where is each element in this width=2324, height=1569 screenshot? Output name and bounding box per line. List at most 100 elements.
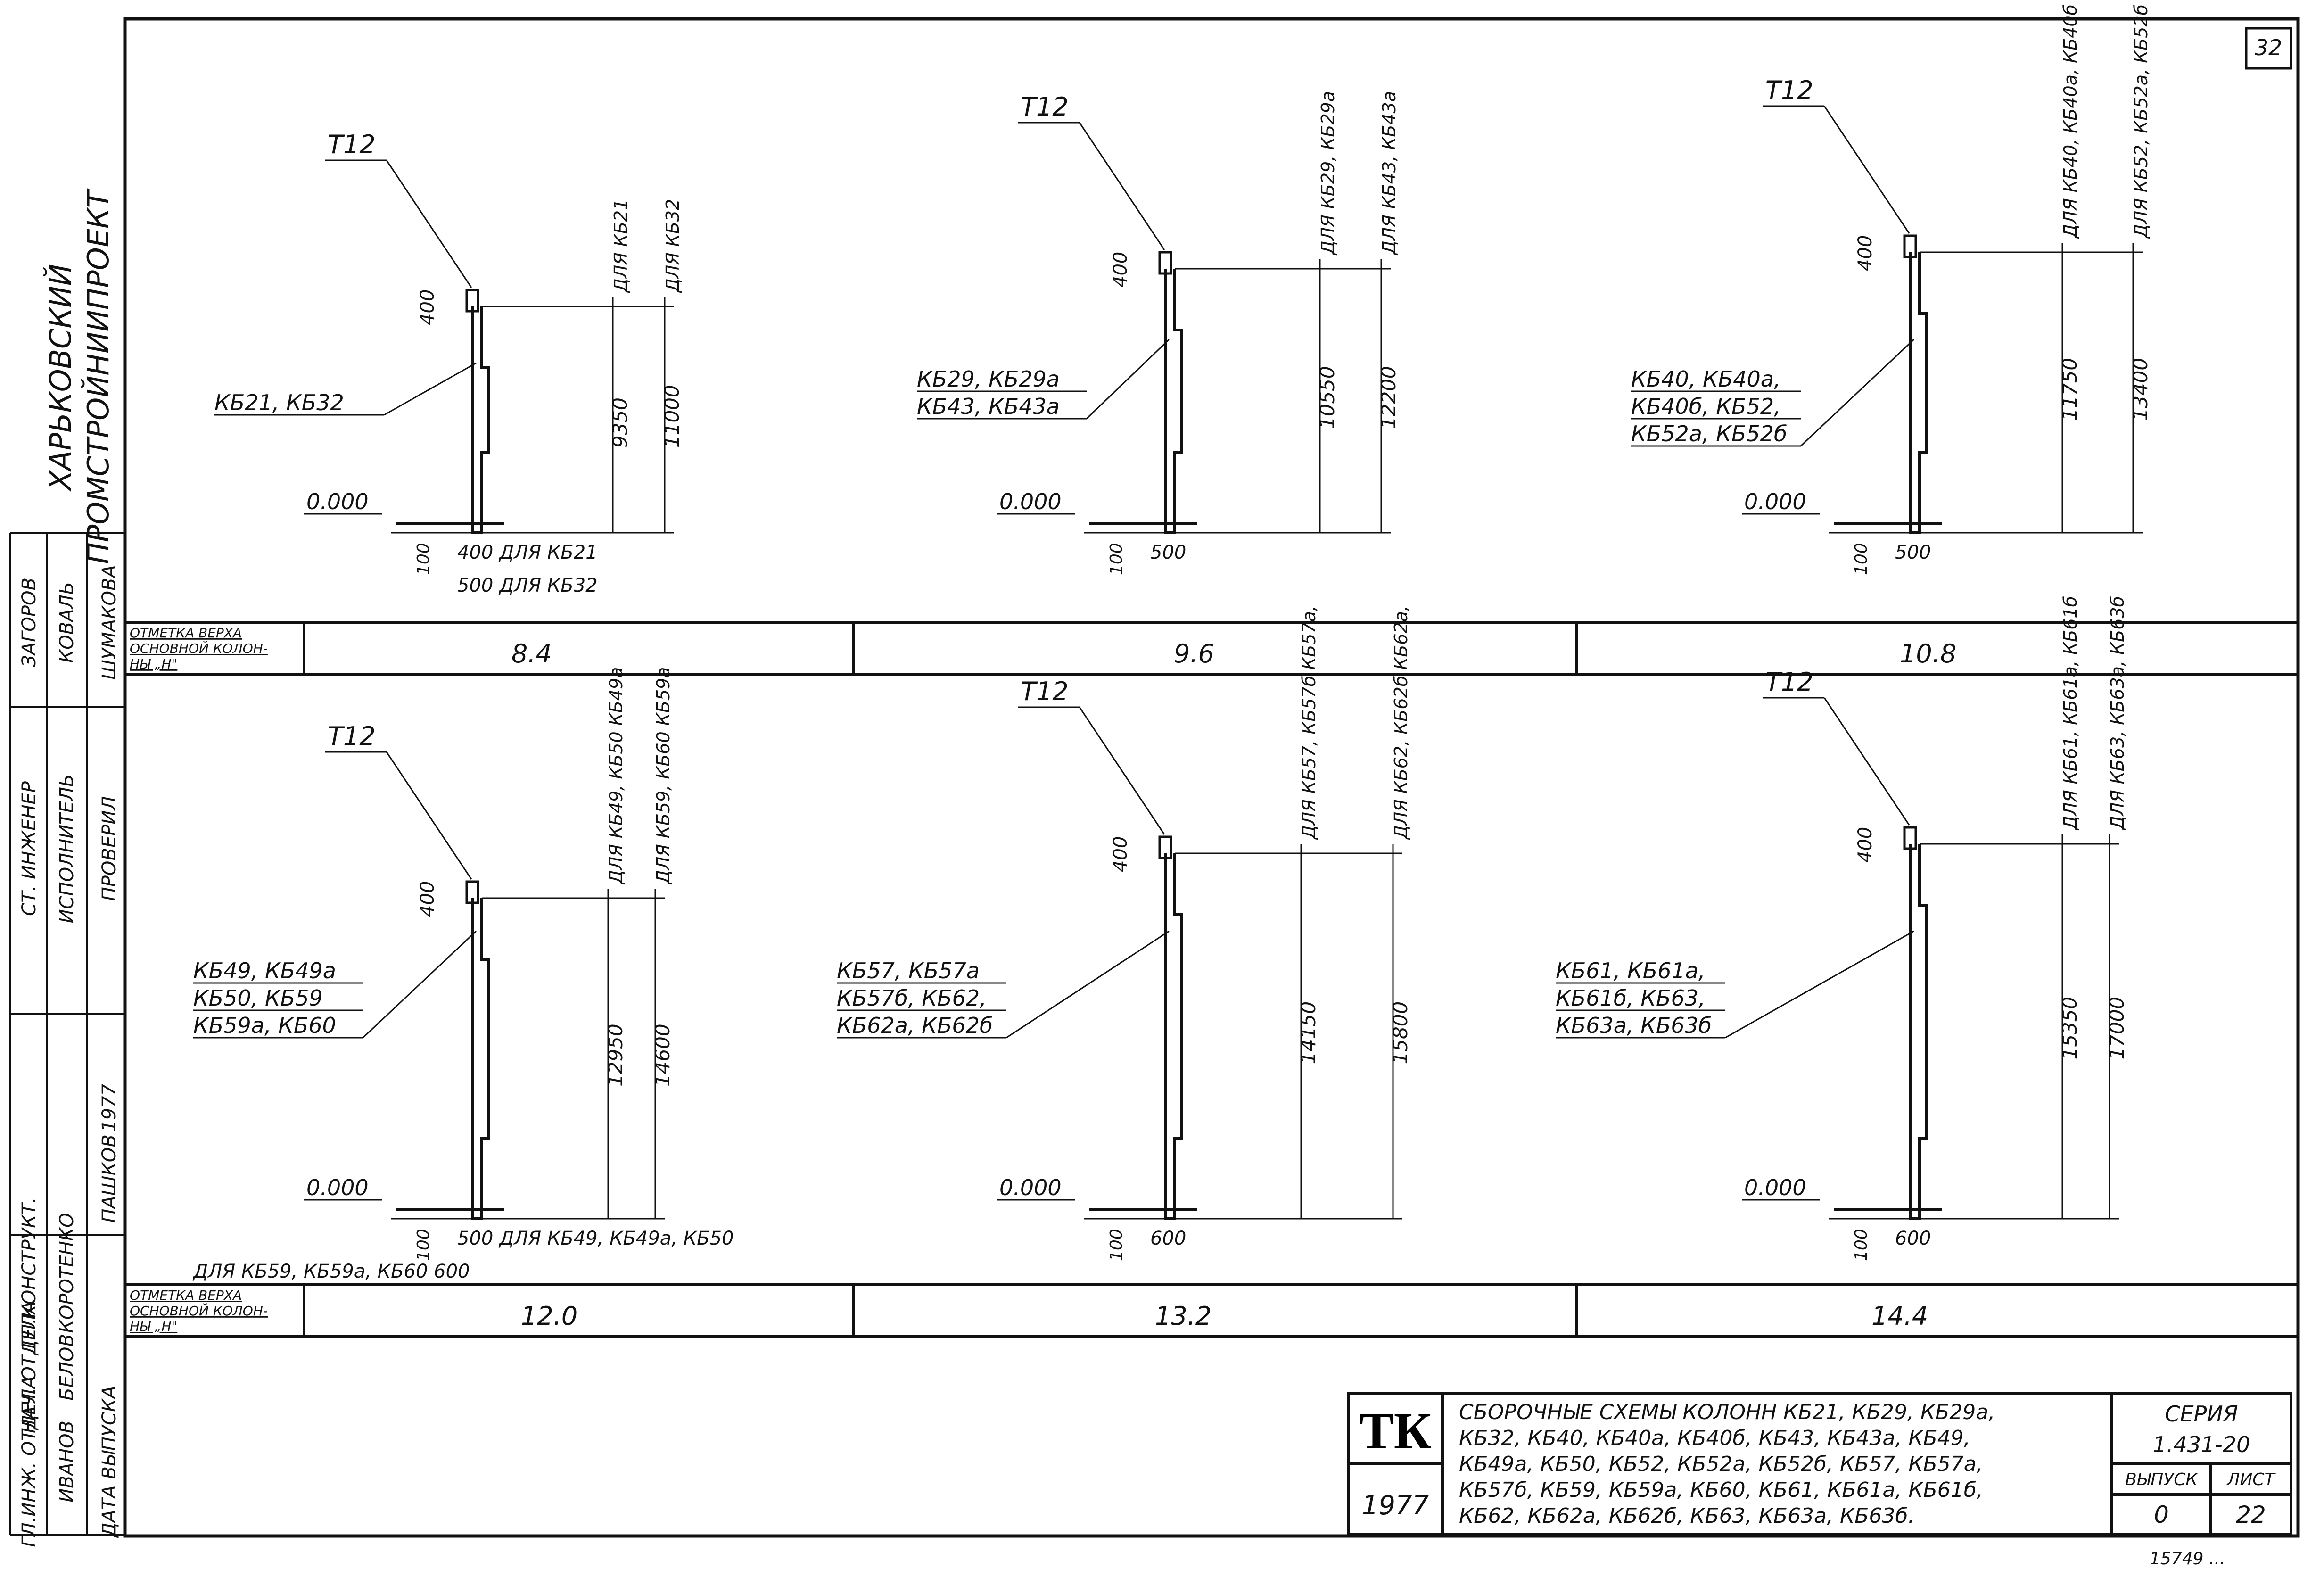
column-5-cap: [1158, 835, 1172, 859]
corner-number-box: [2245, 27, 2292, 70]
issue-label: ВЫПУСК: [2125, 1470, 2198, 1489]
column-3-zero-mark: 0.000: [1744, 489, 1806, 514]
column-3-name-2: КБ40б, КБ52,: [1631, 394, 1781, 419]
column-1-bottom-dim-2: 500 ДЛЯ КБ32: [457, 575, 598, 596]
column-2-name-2: КБ43, КБ43а: [917, 394, 1060, 419]
column-4-body: [471, 898, 490, 1220]
column-1-body: [471, 306, 490, 534]
sig-inner-role-3: ПРОВЕРИЛ: [99, 796, 120, 901]
column-5-dim-label-b: ДЛЯ КБ62, КБ62б КБ62а,: [1391, 605, 1411, 840]
column-5-t12-leader: [1079, 707, 1165, 835]
column-3-name-3: КБ52а, КБ52б: [1631, 421, 1787, 446]
column-4-cap: [465, 880, 479, 904]
sheet-value: 22: [2236, 1501, 2266, 1528]
footer-stamp: 15749 ...: [2150, 1549, 2225, 1569]
column-5-name-leader: [1006, 930, 1170, 1039]
svg-text:КБ49а, КБ50, КБ52, КБ52а, КБ52: КБ49а, КБ50, КБ52, КБ52а, КБ52б, КБ57, К…: [1459, 1452, 1983, 1476]
column-3-t12-label: Т12: [1765, 75, 1813, 105]
column-4-name-1: КБ49, КБ49а: [193, 958, 336, 983]
sheet-frame: [123, 17, 2300, 1538]
column-3-name-leader: [1800, 339, 1915, 447]
column-2-name-leader: [1086, 339, 1170, 420]
column-4-dim-a: 12950: [604, 1024, 627, 1087]
svg-text:ПРОМСТРОЙНИИПРОЕКТ: ПРОМСТРОЙНИИПРОЕКТ: [81, 188, 115, 564]
column-1-t12-label: Т12: [328, 130, 376, 159]
column-2-dim-label-a: ДЛЯ КБ29, КБ29а: [1318, 91, 1338, 256]
column-4-t12-label: Т12: [328, 721, 376, 751]
top-mark-3: 10.8: [1900, 639, 1956, 669]
column-1-t12-leader: [386, 160, 472, 288]
column-2-body: [1164, 269, 1183, 534]
column-6-dim-label-b: ДЛЯ КБ63, КБ63а, КБ63б: [2107, 596, 2128, 831]
column-2-dim-a: 10550: [1316, 366, 1339, 429]
svg-text:НЫ „Н": НЫ „Н": [130, 656, 177, 672]
column-2-dim-100: 100: [1107, 543, 1126, 575]
column-5-dim-b: 15800: [1389, 1001, 1412, 1065]
svg-text:ОСНОВНОЙ КОЛОН-: ОСНОВНОЙ КОЛОН-: [130, 640, 268, 656]
column-5-name-2: КБ57б, КБ62,: [837, 985, 987, 1011]
column-6-name-leader: [1725, 930, 1914, 1039]
tk-logo: ТК: [1359, 1402, 1431, 1460]
title-text: СБОРОЧНЫЕ СХЕМЫ КОЛОНН КБ21, КБ29, КБ29а…: [1459, 1400, 1995, 1528]
svg-text:КБ57б, КБ59, КБ59а, КБ60, КБ61: КБ57б, КБ59, КБ59а, КБ60, КБ61, КБ61а, К…: [1459, 1478, 1983, 1502]
column-5-bottom-dim-1: 600: [1150, 1228, 1186, 1249]
column-6-dim-100: 100: [1852, 1229, 1871, 1261]
column-6-t12-label: Т12: [1765, 667, 1813, 697]
sig-person-2: БЕЛОВ: [56, 1334, 78, 1401]
column-4-zero-mark: 0.000: [306, 1175, 369, 1200]
column-1-name-leader: [384, 362, 477, 416]
column-2-dim-400: 400: [1110, 252, 1131, 288]
sig-person-1: ИВАНОВ: [56, 1420, 78, 1503]
column-4-name-2: КБ50, КБ59: [193, 985, 323, 1011]
series-label: СЕРИЯ: [2165, 1401, 2238, 1427]
column-1-name-1: КБ21, КБ32: [214, 390, 344, 415]
column-3-t12-leader: [1823, 106, 1910, 234]
column-1-dim-b: 11000: [660, 385, 684, 448]
column-2-zero-mark: 0.000: [999, 489, 1062, 514]
column-2-cap: [1158, 251, 1172, 275]
svg-text:КБ32, КБ40, КБ40а, КБ40б, КБ43: КБ32, КБ40, КБ40а, КБ40б, КБ43, КБ43а, К…: [1459, 1426, 1970, 1450]
top-mark-2: 9.6: [1174, 639, 1214, 669]
column-2-t12-label: Т12: [1021, 92, 1069, 122]
svg-text:СБОРОЧНЫЕ СХЕМЫ КОЛОНН КБ21, К: СБОРОЧНЫЕ СХЕМЫ КОЛОНН КБ21, КБ29, КБ29а…: [1459, 1400, 1995, 1424]
mark-row-lines: [125, 621, 2298, 1338]
top-mark-1: 8.4: [511, 639, 552, 669]
column-4-dim-b: 14600: [651, 1024, 674, 1087]
column-6-zero-mark: 0.000: [1744, 1175, 1806, 1200]
sig-year: 1977: [99, 1084, 120, 1132]
sig-inner-person-3: ШУМАКОВА: [99, 565, 120, 680]
column-4-dim-label-a: ДЛЯ КБ49, КБ50 КБ49а: [606, 667, 626, 885]
title-block-frame: [1347, 1392, 2292, 1536]
column-3-dim-a: 11750: [2058, 358, 2081, 421]
column-4-dim-label-b: ДЛЯ КБ59, КБ60 КБ59а: [653, 667, 674, 885]
column-6-name-1: КБ61, КБ61а,: [1556, 958, 1706, 983]
column-6-t12-leader: [1823, 697, 1910, 826]
signature-block: [9, 532, 125, 1536]
column-4-t12-leader: [386, 751, 472, 880]
column-2-name-1: КБ29, КБ29а: [917, 366, 1060, 392]
column-3-dim-b: 13400: [2129, 358, 2152, 421]
sig-role-4: ДАТА ВЫПУСКА: [99, 1386, 120, 1538]
column-5-dim-label-a: ДЛЯ КБ57, КБ57б КБ57а,: [1299, 605, 1319, 840]
svg-text:ОСНОВНОЙ КОЛОН-: ОСНОВНОЙ КОЛОН-: [130, 1303, 268, 1319]
column-5-dim-400: 400: [1110, 836, 1131, 872]
column-1-bottom-dim-1: 400 ДЛЯ КБ21: [457, 542, 598, 563]
column-5-dim-100: 100: [1107, 1229, 1126, 1261]
column-4-dim-400: 400: [417, 881, 438, 917]
column-2-bottom-dim-1: 500: [1150, 542, 1186, 563]
sig-inner-person-2: КОВАЛЬ: [56, 582, 78, 663]
column-3-name-1: КБ40, КБ40а,: [1631, 366, 1781, 392]
svg-text:ОТМЕТКА ВЕРХА: ОТМЕТКА ВЕРХА: [130, 625, 242, 641]
top-mark-5: 13.2: [1155, 1301, 1211, 1331]
svg-text:КБ62, КБ62а, КБ62б, КБ63, КБ63: КБ62, КБ62а, КБ62б, КБ63, КБ63а, КБ63б.: [1459, 1504, 1915, 1528]
sig-role-1: ГЛ.ИНЖ. ОТДЕЛА: [18, 1376, 40, 1547]
column-1-zero-mark: 0.000: [306, 489, 369, 514]
column-3-dim-label-b: ДЛЯ КБ52, КБ52а, КБ52б: [2131, 4, 2151, 239]
sig-role-2: НАЧ. ОТДЕЛА: [18, 1301, 40, 1433]
column-2-dim-b: 12200: [1377, 366, 1400, 429]
column-5-t12-label: Т12: [1021, 677, 1069, 706]
column-6-dim-label-a: ДЛЯ КБ61, КБ61а, КБ61б: [2060, 596, 2081, 831]
column-6-name-2: КБ61б, КБ63,: [1556, 985, 1706, 1011]
